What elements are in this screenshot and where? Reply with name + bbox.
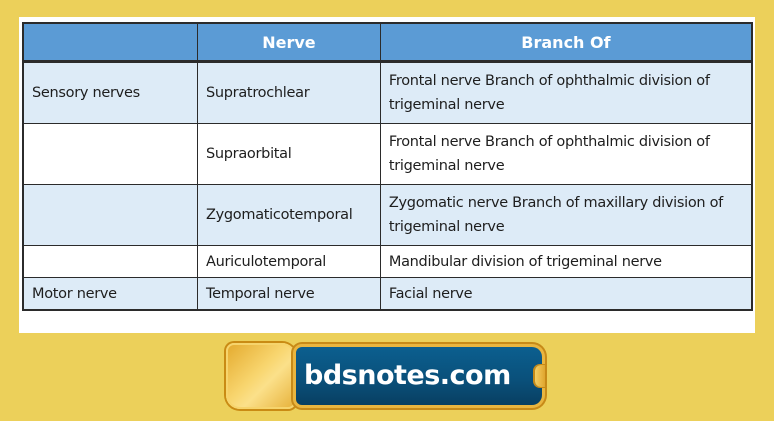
cell-nerve: Supratrochlear	[196, 61, 381, 124]
cell-branch-of: Facial nerve	[379, 277, 753, 311]
cell-category: Motor nerve	[22, 277, 198, 311]
table-header-row: Nerve Branch Of	[22, 22, 753, 63]
cell-nerve: Zygomaticotemporal	[196, 184, 381, 246]
logo-notch-icon	[535, 365, 545, 387]
cell-branch-of: Zygomatic nerve Branch of maxillary divi…	[379, 184, 753, 246]
cell-nerve: Supraorbital	[196, 123, 381, 185]
logo-banner: bdsnotes.com	[296, 347, 545, 405]
table-panel: Nerve Branch Of Sensory nerves Supratroc…	[19, 17, 755, 333]
nerve-table: Nerve Branch Of Sensory nerves Supratroc…	[22, 22, 753, 311]
table-row: Motor nerve Temporal nerve Facial nerve	[22, 277, 753, 311]
cell-category	[22, 184, 198, 246]
cell-category	[22, 245, 198, 278]
cell-nerve: Auriculotemporal	[196, 245, 381, 278]
logo-gold-square-icon	[226, 343, 296, 409]
header-nerve: Nerve	[196, 22, 381, 63]
site-logo[interactable]: bdsnotes.com	[226, 341, 546, 411]
header-branch-of: Branch Of	[379, 22, 753, 63]
cell-category: Sensory nerves	[22, 61, 198, 124]
cell-nerve: Temporal nerve	[196, 277, 381, 311]
cell-branch-of: Frontal nerve Branch of ophthalmic divis…	[379, 123, 753, 185]
cell-category	[22, 123, 198, 185]
table-row: Supraorbital Frontal nerve Branch of oph…	[22, 123, 753, 185]
cell-branch-of: Frontal nerve Branch of ophthalmic divis…	[379, 61, 753, 124]
table-row: Sensory nerves Supratrochlear Frontal ne…	[22, 61, 753, 124]
table-row: Zygomaticotemporal Zygomatic nerve Branc…	[22, 184, 753, 246]
logo-text: bdsnotes.com	[304, 360, 511, 391]
header-category	[22, 22, 198, 63]
table-row: Auriculotemporal Mandibular division of …	[22, 245, 753, 278]
cell-branch-of: Mandibular division of trigeminal nerve	[379, 245, 753, 278]
